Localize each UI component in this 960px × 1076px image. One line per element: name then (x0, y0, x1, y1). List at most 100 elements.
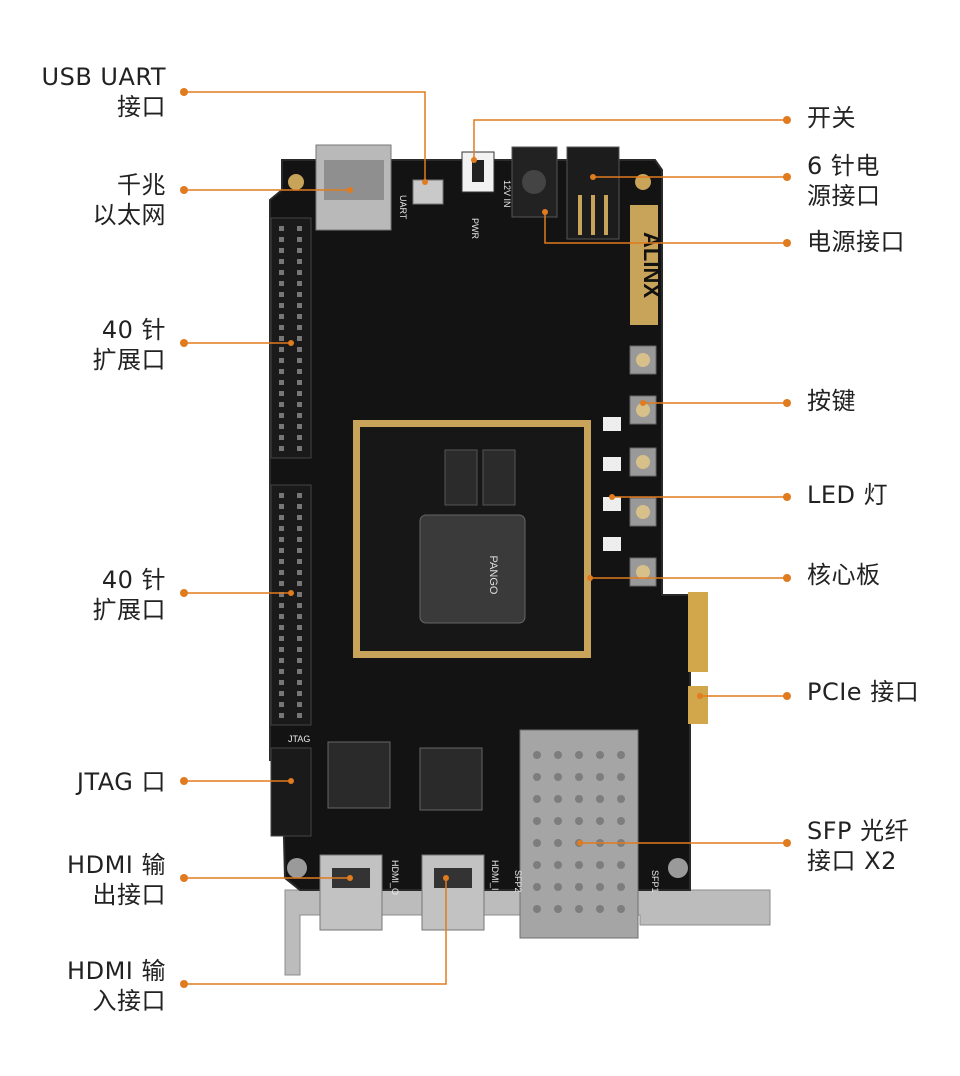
header-pin (279, 592, 284, 597)
sfp-vent-hole (575, 751, 583, 759)
callout-gigabit-ethernet-line2: 以太网 (92, 201, 166, 229)
header-40pin-1 (270, 217, 312, 459)
header-pin (297, 614, 302, 619)
header-pin (297, 435, 302, 440)
sfp-vent-hole (596, 883, 604, 891)
header-pin (297, 369, 302, 374)
leader-core-board-dot (783, 574, 791, 582)
sfp-vent-hole (575, 795, 583, 803)
header-40pin-2 (270, 484, 312, 726)
header-pin (279, 636, 284, 641)
header-pin (279, 336, 284, 341)
header-pin (279, 504, 284, 509)
header-pin (279, 270, 284, 275)
sfp-vent-hole (575, 773, 583, 781)
header-pin (297, 303, 302, 308)
pcie-fingers-1 (688, 592, 708, 672)
silkscreen-mark: JTAG (288, 734, 310, 744)
callout-power-6pin-line1: 6 针电 (807, 152, 880, 180)
header-pin (279, 515, 284, 520)
sfp-vent-hole (554, 751, 562, 759)
push-button-cap (636, 505, 650, 519)
sfp-vent-hole (617, 883, 625, 891)
jtag-header (270, 747, 312, 837)
header-pin (297, 680, 302, 685)
header-pin (279, 303, 284, 308)
core-chip-brand: PANGO (487, 556, 499, 595)
mount-hole-3 (287, 858, 307, 878)
led-indicator (603, 497, 621, 511)
header-pin (297, 548, 302, 553)
push-button (629, 557, 657, 587)
leader-buttons-end (640, 400, 646, 406)
sfp-vent-hole (533, 905, 541, 913)
header-pin (297, 226, 302, 231)
header-pin (297, 281, 302, 286)
sfp-vent-hole (575, 861, 583, 869)
leader-switch-dot (783, 116, 791, 124)
sfp-vent-hole (596, 751, 604, 759)
callout-sfp: SFP 光纤 接口 X2 (807, 816, 909, 876)
callout-core-board: 核心板 (807, 560, 881, 590)
header-pin (297, 592, 302, 597)
leader-power-jack-dot (783, 239, 791, 247)
leader-pcie-end (697, 693, 703, 699)
header-pin (297, 625, 302, 630)
leader-buttons-dot (783, 399, 791, 407)
sfp-vent-hole (554, 817, 562, 825)
leader-power-6pin-end (590, 174, 596, 180)
silkscreen-mark: HDMI_O (390, 860, 400, 895)
pcie-bracket (284, 889, 771, 976)
header-pin (297, 504, 302, 509)
usb-uart-connector (412, 179, 444, 205)
header-pin (279, 680, 284, 685)
header-pin (279, 548, 284, 553)
leader-header-2-end (288, 590, 294, 596)
leader-hdmi-in-dot (180, 980, 188, 988)
header-pin (297, 713, 302, 718)
sfp-vent-hole (533, 751, 541, 759)
sfp-vent-hole (554, 883, 562, 891)
header-pin (279, 226, 284, 231)
header-pin (279, 446, 284, 451)
callout-led-line1: LED 灯 (807, 481, 889, 509)
sfp-vent-hole (596, 773, 604, 781)
sfp-vent-hole (554, 905, 562, 913)
leader-hdmi-out-dot (180, 874, 188, 882)
callout-hdmi-in-line2: 入接口 (92, 987, 166, 1015)
header-pin (279, 325, 284, 330)
header-pin (279, 570, 284, 575)
ddr-chip-1 (444, 449, 478, 506)
callout-sfp-line1: SFP 光纤 (807, 817, 910, 845)
header-pin (279, 237, 284, 242)
header-pin (297, 336, 302, 341)
pcie-fingers-2 (688, 686, 708, 724)
leader-core-board-end (587, 575, 593, 581)
header-pin (297, 413, 302, 418)
callout-header-40pin-1-line1: 40 针 (101, 316, 166, 344)
header-pin (297, 446, 302, 451)
sfp-vent-hole (617, 795, 625, 803)
header-pin (297, 537, 302, 542)
sfp-vent-hole (533, 861, 541, 869)
callout-header-40pin-2: 40 针 扩展口 (93, 565, 167, 625)
header-pin (279, 391, 284, 396)
sfp-vent-hole (596, 905, 604, 913)
push-button-cap (636, 455, 650, 469)
leader-hdmi-out-end (347, 875, 353, 881)
led-indicator (603, 417, 621, 431)
mount-hole-1 (288, 174, 304, 190)
push-button-cap (636, 353, 650, 367)
leader-sfp-end (577, 840, 583, 846)
callout-usb-uart-line2: 接口 (117, 93, 166, 121)
sfp-vent-hole (617, 905, 625, 913)
leader-led-end (609, 494, 615, 500)
callout-hdmi-out-line1: HDMI 输 (67, 851, 166, 879)
header-pin (279, 248, 284, 253)
header-pin (297, 526, 302, 531)
leader-switch (473, 119, 787, 160)
header-pin (297, 424, 302, 429)
callout-header-40pin-2-line1: 40 针 (101, 566, 166, 594)
sfp-vent-hole (533, 839, 541, 847)
